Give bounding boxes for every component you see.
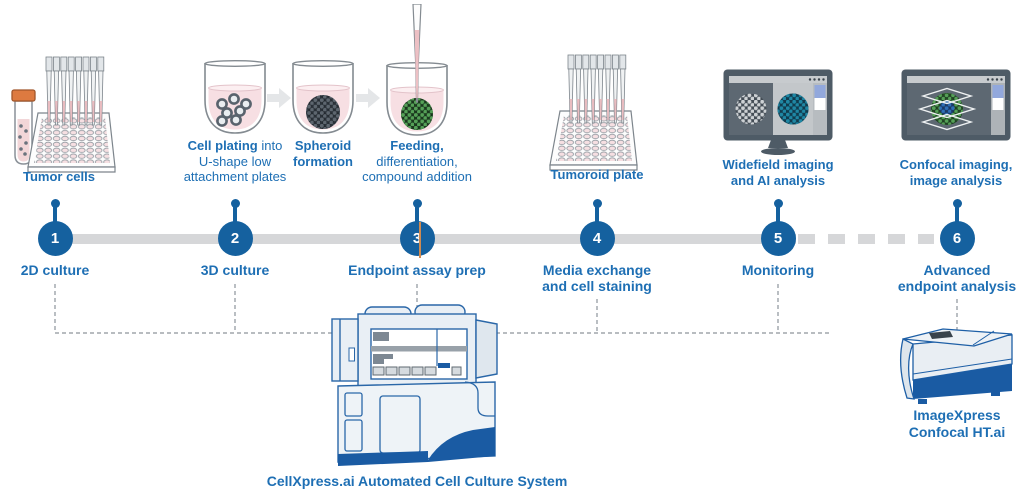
step-circle-5: 5	[760, 221, 796, 256]
monitor-widefield-icon	[723, 69, 833, 155]
station-label-widefield: Widefield imaging and AI analysis	[722, 157, 834, 188]
step-circle-2: 2	[217, 221, 253, 256]
station-label-cell-plating: Cell plating into U-shape low attachment…	[183, 138, 287, 184]
test-tube-icon	[11, 89, 36, 165]
step-circle-1: 1	[37, 221, 73, 256]
text-cursor-artifact	[419, 222, 421, 258]
step-dot-3	[412, 199, 422, 208]
u-well-icon	[204, 60, 266, 134]
step-label-1: 2D culture	[20, 262, 90, 278]
well-plate-icon	[11, 56, 116, 173]
step-label-4: Media exchange and cell staining	[542, 262, 652, 294]
zstack-planes-icon	[917, 87, 977, 131]
station-label-spheroid: Spheroid formation	[293, 138, 353, 169]
tumoroid-plate-icon	[549, 54, 638, 171]
step-circle-3: 3	[399, 221, 435, 256]
u-well-spheroid-icon	[292, 60, 354, 134]
step-stem-3	[415, 206, 419, 224]
step-circle-6: 6	[939, 221, 975, 256]
arrow-right-icon	[267, 88, 291, 108]
imagexpress-instrument-icon	[900, 328, 1013, 404]
step-stem-2	[233, 206, 237, 224]
station-label-tumoroid-plate: Tumoroid plate	[550, 167, 644, 182]
cellxpress-instrument-icon	[331, 304, 498, 466]
pipette-icon	[412, 4, 422, 103]
station-label-tumor-cells: Tumor cells	[22, 169, 95, 184]
imagexpress-label: ImageXpress Confocal HT.ai	[908, 407, 1006, 440]
cellxpress-label: CellXpress.ai Automated Cell Culture Sys…	[266, 473, 568, 489]
station-label-feeding: Feeding, differentiation, compound addit…	[362, 138, 472, 184]
step-label-5: Monitoring	[741, 262, 815, 278]
arrow-right-icon	[356, 88, 380, 108]
timeline-dashes	[798, 234, 934, 244]
step-circle-4: 4	[579, 221, 615, 256]
station-label-confocal: Confocal imaging, image analysis	[899, 157, 1013, 188]
step-dot-2	[230, 199, 240, 208]
step-stem-5	[776, 206, 780, 224]
monitor-confocal-icon	[901, 69, 1011, 141]
step-dot-1	[50, 199, 60, 208]
step-stem-1	[53, 206, 57, 224]
step-stem-4	[595, 206, 599, 224]
step-label-3: Endpoint assay prep	[348, 262, 486, 278]
step-dot-4	[592, 199, 602, 208]
u-well-feeding-icon	[386, 4, 448, 136]
step-label-2: 3D culture	[200, 262, 270, 278]
step-dot-6	[952, 199, 962, 208]
step-stem-6	[955, 206, 959, 224]
step-dot-5	[773, 199, 783, 208]
step-label-6: Advanced endpoint analysis	[897, 262, 1017, 294]
cells	[216, 93, 252, 127]
